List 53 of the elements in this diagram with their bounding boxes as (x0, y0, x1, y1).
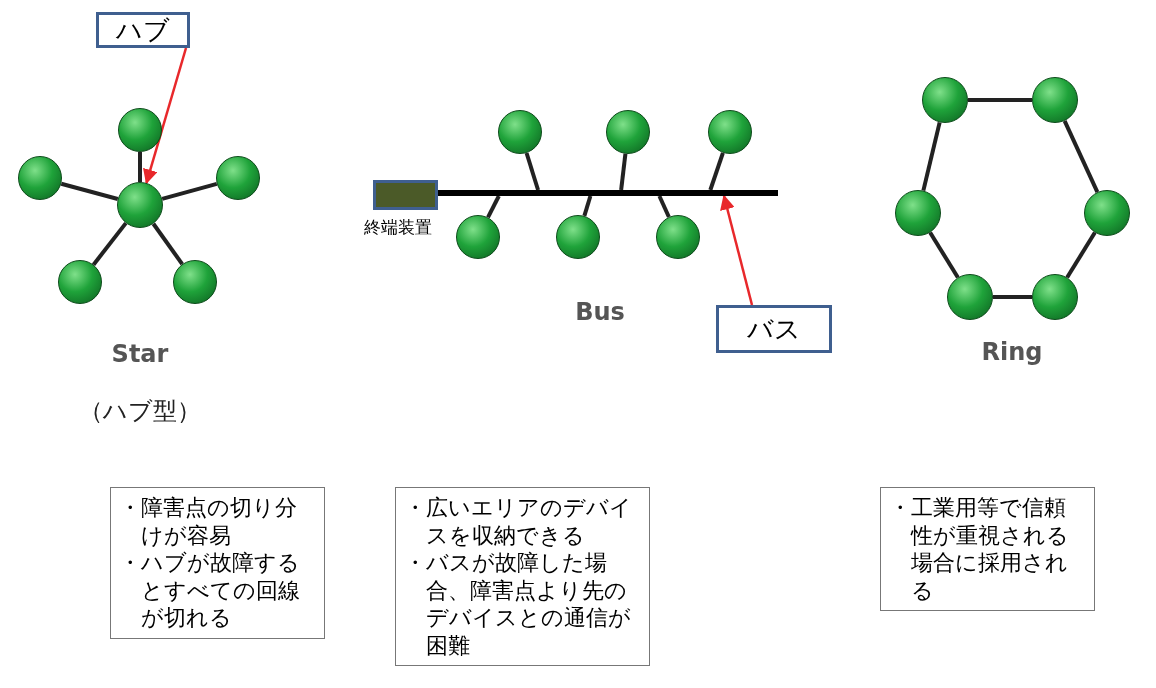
device-node (708, 110, 752, 154)
callout-box: バス (716, 305, 832, 353)
network-link (138, 152, 142, 182)
device-node (18, 156, 62, 200)
device-node (58, 260, 102, 304)
network-link (657, 195, 671, 218)
device-node (895, 190, 941, 236)
bullet-text: ・バスが故障した場合、障害点より先のデバイスとの通信が困難 (404, 549, 632, 659)
network-link (60, 181, 119, 201)
topology-label: Bus (575, 298, 625, 326)
topology-label: Star (111, 340, 169, 368)
callout-box: ハブ (96, 12, 190, 48)
device-node (1032, 274, 1078, 320)
device-node (118, 108, 162, 152)
device-node (173, 260, 217, 304)
note-box (395, 487, 650, 666)
terminator-box (373, 180, 438, 210)
device-node (117, 182, 163, 228)
device-node (656, 215, 700, 259)
network-link (928, 231, 960, 279)
device-node (498, 110, 542, 154)
network-link (921, 121, 942, 192)
device-node (606, 110, 650, 154)
network-link (151, 222, 184, 266)
bullet-text: ・工業用等で信頼性が重視される場合に採用される (889, 494, 1070, 604)
network-link (91, 221, 128, 266)
note-box (110, 487, 325, 639)
pointer-arrow (143, 47, 188, 185)
network-link (708, 152, 725, 191)
network-link (524, 152, 540, 191)
topology-label: （ハブ型） (79, 396, 201, 427)
device-node (922, 77, 968, 123)
device-node (216, 156, 260, 200)
terminator-label: 終端装置 (363, 216, 432, 239)
network-link (993, 295, 1032, 299)
network-link (968, 98, 1032, 102)
network-link (1062, 120, 1100, 193)
device-node (456, 215, 500, 259)
device-node (556, 215, 600, 259)
device-node (947, 274, 993, 320)
network-link (161, 181, 218, 201)
network-link (582, 195, 593, 217)
bullet-text: ・障害点の切り分けが容易 (119, 494, 298, 549)
device-node (1032, 77, 1078, 123)
note-box (880, 487, 1095, 611)
pointer-arrow (720, 194, 754, 306)
bullet-text: ・広いエリアのデバイスを収納できる (404, 494, 633, 549)
network-link (486, 195, 501, 219)
network-link (619, 153, 628, 191)
device-node (1084, 190, 1130, 236)
bullet-text: ・ハブが故障するとすべての回線が切れる (119, 549, 301, 632)
network-link (1065, 231, 1097, 279)
topology-label: Ring (981, 338, 1043, 366)
